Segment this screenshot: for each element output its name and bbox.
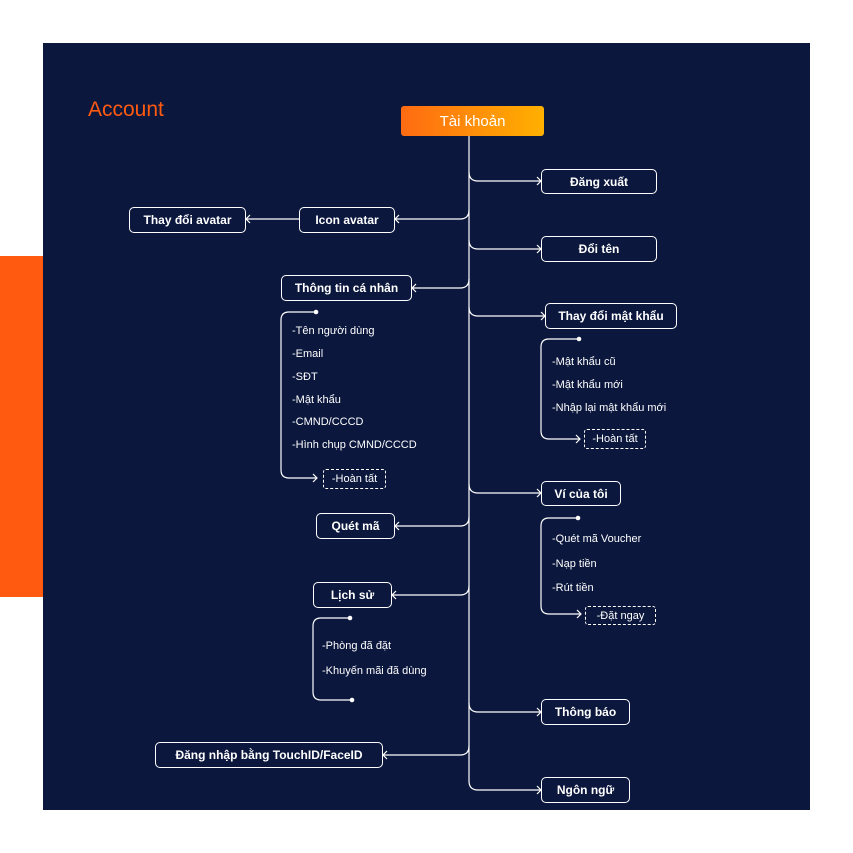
node-history[interactable]: Lịch sử bbox=[313, 582, 392, 608]
diagram-title: Account bbox=[88, 98, 164, 121]
node-touch-face-login[interactable]: Đăng nhập bằng TouchID/FaceID bbox=[155, 742, 383, 768]
node-scan-code[interactable]: Quét mã bbox=[316, 513, 395, 539]
personal-info-item: -Hình chụp CMND/CCCD bbox=[292, 439, 417, 451]
personal-info-item: -CMND/CCCD bbox=[292, 416, 364, 428]
password-item: -Mật khẩu mới bbox=[552, 379, 623, 391]
personal-info-item: -Email bbox=[292, 348, 324, 360]
history-item: -Phòng đã đặt bbox=[322, 640, 392, 652]
password-item: -Nhập lại mật khẩu mới bbox=[552, 402, 667, 414]
accent-bar bbox=[0, 256, 43, 597]
node-icon-avatar[interactable]: Icon avatar bbox=[299, 207, 395, 233]
password-item: -Mật khẩu cũ bbox=[552, 356, 616, 368]
node-change-avatar[interactable]: Thay đổi avatar bbox=[129, 207, 246, 233]
diagram-panel bbox=[43, 43, 810, 810]
wallet-book-now-button[interactable]: -Đặt ngay bbox=[585, 606, 656, 625]
personal-info-item: -SĐT bbox=[292, 371, 318, 383]
personal-info-done-button[interactable]: -Hoàn tất bbox=[323, 469, 386, 489]
node-logout[interactable]: Đăng xuất bbox=[541, 169, 657, 194]
wallet-item: -Quét mã Voucher bbox=[552, 533, 642, 545]
password-done-button[interactable]: -Hoàn tất bbox=[584, 429, 646, 449]
node-my-wallet[interactable]: Ví của tôi bbox=[541, 481, 621, 506]
node-language[interactable]: Ngôn ngữ bbox=[541, 777, 630, 803]
personal-info-item: -Tên người dùng bbox=[292, 325, 375, 337]
personal-info-item: -Mật khẩu bbox=[292, 394, 341, 406]
root-node-tai-khoan[interactable]: Tài khoản bbox=[401, 106, 544, 136]
node-personal-info[interactable]: Thông tin cá nhân bbox=[281, 275, 412, 301]
wallet-item: -Rút tiền bbox=[552, 582, 594, 594]
wallet-item: -Nạp tiền bbox=[552, 558, 597, 570]
node-change-password[interactable]: Thay đổi mật khẩu bbox=[545, 303, 677, 329]
history-item: -Khuyến mãi đã dùng bbox=[322, 665, 427, 677]
node-rename[interactable]: Đổi tên bbox=[541, 236, 657, 262]
node-notifications[interactable]: Thông báo bbox=[541, 699, 630, 725]
